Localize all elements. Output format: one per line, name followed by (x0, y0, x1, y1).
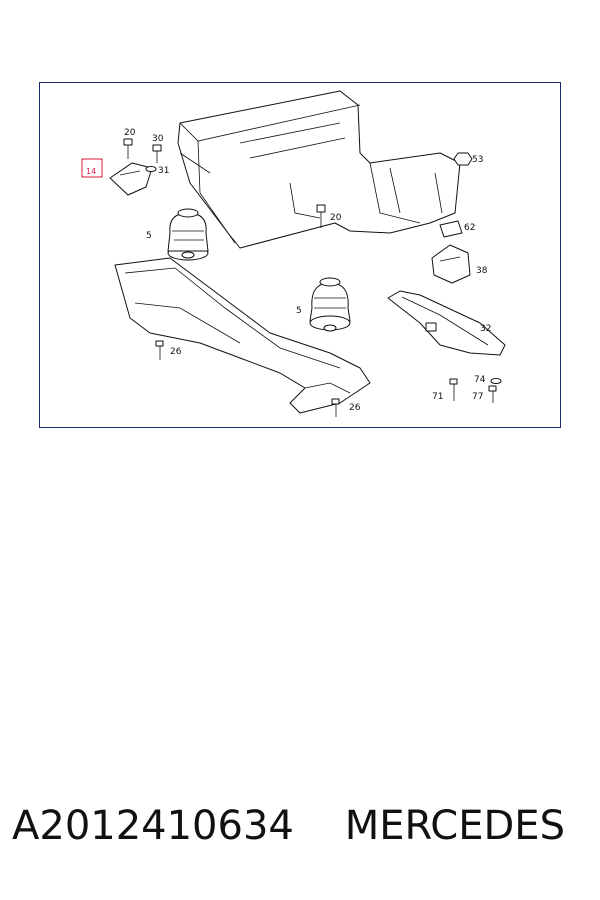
part-number: A2012410634 (12, 803, 294, 849)
brand-name: MERCEDES (344, 803, 565, 849)
nut-53 (453, 152, 473, 166)
label-62: 62 (464, 223, 475, 233)
bolt-center-20 (316, 204, 326, 228)
label-71: 71 (432, 392, 443, 402)
engine-mount-right (309, 277, 351, 332)
label-77: 77 (472, 392, 483, 402)
parts-diagram: 14 20 30 31 53 20 62 5 38 5 32 26 74 71 … (39, 82, 561, 428)
mount-38 (431, 244, 471, 284)
bolt-26-right (331, 398, 340, 417)
engine-mount-left (167, 208, 209, 261)
label-5b: 5 (296, 306, 302, 316)
label-14: 14 (86, 167, 96, 176)
caption-gap (294, 803, 345, 849)
label-26a: 26 (170, 347, 182, 357)
label-30: 30 (152, 134, 164, 144)
bolt-group-top-left (123, 138, 162, 172)
crossmember (114, 257, 371, 414)
engine-block (177, 90, 461, 249)
label-20b: 20 (330, 213, 342, 223)
label-31: 31 (158, 166, 169, 176)
transmission-support-32 (387, 290, 506, 356)
washer-74 (490, 378, 502, 384)
label-74: 74 (474, 375, 486, 385)
label-32: 32 (480, 324, 491, 334)
plate-62 (439, 220, 463, 238)
label-53: 53 (472, 155, 483, 165)
label-20a: 20 (124, 128, 136, 138)
bolt-26-left (155, 340, 164, 360)
highlight-box-14 (81, 158, 103, 178)
part-caption: A2012410634 MERCEDES (12, 803, 592, 863)
label-38: 38 (476, 266, 488, 276)
label-5a: 5 (146, 231, 152, 241)
bolt-71 (449, 378, 458, 401)
bolt-77 (488, 385, 497, 403)
label-26b: 26 (349, 403, 361, 413)
bracket-14 (109, 162, 153, 196)
